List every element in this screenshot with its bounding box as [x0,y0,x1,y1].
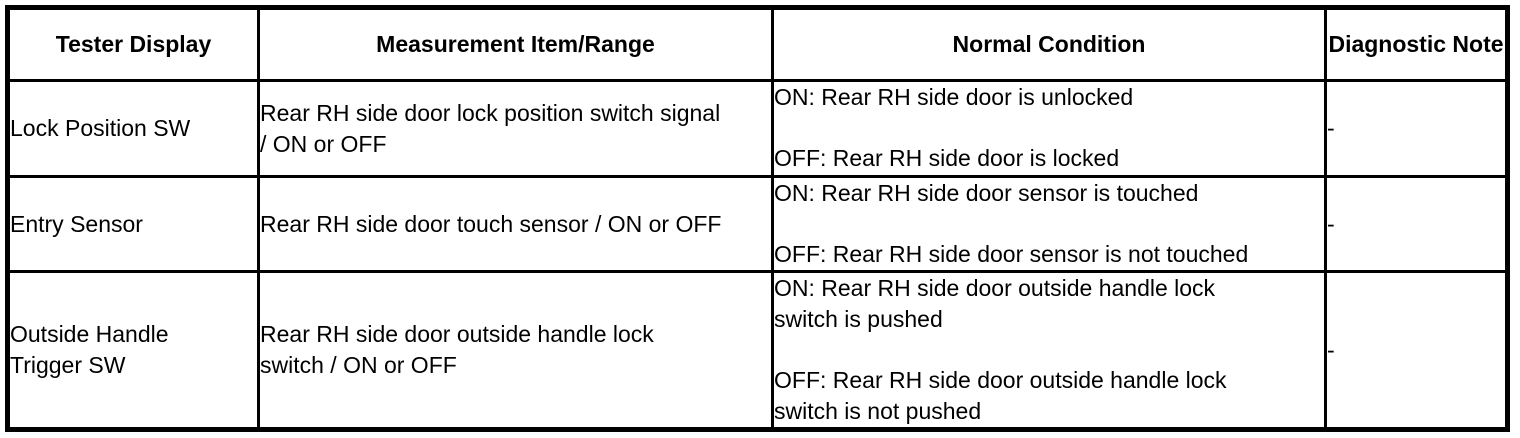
cell-diagnostic-note: - [1324,270,1509,431]
table-row-lock-position-sw: Lock Position SW Rear RH side door lock … [6,79,1509,178]
header-normal-condition: Normal Condition [771,6,1327,82]
cell-tester-display: Lock Position SW [6,79,260,178]
cell-tester-display: Entry Sensor [6,175,260,273]
header-tester-display: Tester Display [6,6,260,82]
table-row-outside-handle-trigger-sw: Outside Handle Trigger SW Rear RH side d… [6,270,1509,431]
cell-normal-condition: ON: Rear RH side door outside handle loc… [771,270,1327,431]
cell-normal-condition: ON: Rear RH side door is unlocked OFF: R… [771,79,1327,178]
normal-condition-off: OFF: Rear RH side door is locked [774,145,1120,171]
header-row: Tester Display Measurement Item/Range No… [6,6,1509,82]
normal-condition-on: ON: Rear RH side door outside handle loc… [774,275,1216,332]
header-diagnostic-note: Diagnostic Note [1324,6,1509,82]
cell-diagnostic-note: - [1324,79,1509,178]
cell-normal-condition: ON: Rear RH side door sensor is touched … [771,175,1327,273]
cell-tester-display: Outside Handle Trigger SW [6,270,260,431]
table-row-entry-sensor: Entry Sensor Rear RH side door touch sen… [6,175,1509,273]
normal-condition-on: ON: Rear RH side door is unlocked [774,84,1134,110]
cell-diagnostic-note: - [1324,175,1509,273]
tester-display-spec-table: Tester Display Measurement Item/Range No… [5,5,1510,432]
normal-condition-off: OFF: Rear RH side door outside handle lo… [774,367,1227,424]
normal-condition-on: ON: Rear RH side door sensor is touched [774,180,1199,206]
cell-measurement-item-range: Rear RH side door lock position switch s… [257,79,774,178]
cell-measurement-item-range: Rear RH side door touch sensor / ON or O… [257,175,774,273]
header-measurement-item-range: Measurement Item/Range [257,6,774,82]
normal-condition-off: OFF: Rear RH side door sensor is not tou… [774,241,1249,267]
cell-measurement-item-range: Rear RH side door outside handle lock sw… [257,270,774,431]
